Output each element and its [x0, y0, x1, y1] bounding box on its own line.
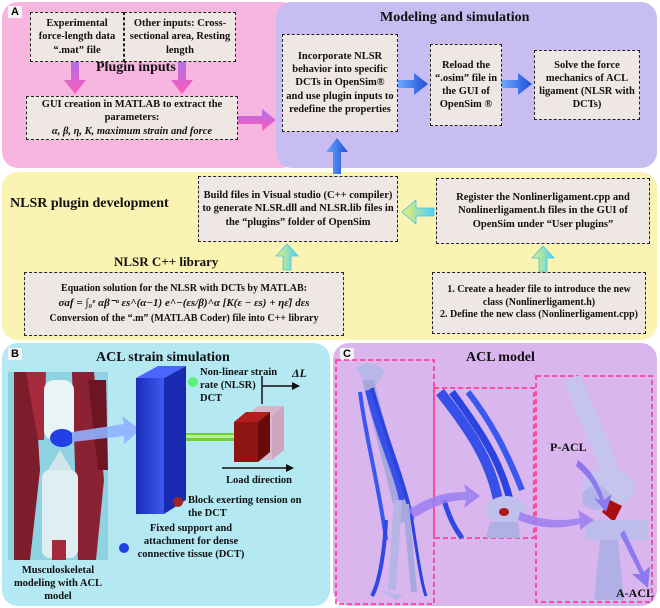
build-text: Build files in Visual studio (C++ compil… [202, 190, 394, 228]
p-acl-label: P-ACL [550, 440, 587, 454]
experimental-data-box: Experimental force-length data “.mat” fi… [30, 12, 124, 62]
arrow-incorporate-to-reload [398, 73, 428, 95]
gui-params-text: α, β, η, K, maximum strain and force [51, 125, 213, 137]
gui-creation-box: GUI creation in MATLAB to extract the pa… [26, 96, 238, 140]
knee-model-illustration [8, 372, 108, 560]
incorporate-text: Incorporate NLSR behavior into specific … [286, 51, 394, 115]
tension-block [234, 406, 284, 462]
arrow-register-to-build [401, 199, 435, 225]
a-acl-label: A-ACL [616, 586, 654, 600]
panel-letter-c: C [340, 348, 354, 360]
load-direction-label: Load direction [226, 475, 293, 486]
acl-model-acl-detail [535, 374, 653, 603]
reload-text: Reload the “.osim” file in the GUI of Op… [434, 59, 498, 111]
incorporate-box: Incorporate NLSR behavior into specific … [282, 34, 398, 132]
panel-letter-b: B [8, 348, 22, 360]
equation-box: Equation solution for the NLSR with DCTs… [24, 272, 344, 336]
block-label: Block exerting tension on the DCT [188, 495, 302, 520]
header-step1-text: 1. Create a header file to introduce the… [447, 284, 631, 308]
load-direction-arrow [222, 464, 294, 472]
gui-creation-text: GUI creation in MATLAB to extract the pa… [41, 99, 223, 124]
solve-text: Solve the force mechanics of ACL ligamen… [539, 59, 635, 111]
experimental-data-text: Experimental force-length data “.mat” fi… [38, 18, 116, 56]
arrow-header-to-register [531, 245, 555, 273]
acl-strain-heading: ACL strain simulation [96, 350, 230, 365]
arrow-cpp-to-build [275, 243, 299, 271]
arrow-knee-to-dct [72, 416, 140, 444]
conversion-text: Conversion of the “.m” (MATLAB Coder) fi… [49, 312, 319, 324]
reload-box: Reload the “.osim” file in the GUI of Op… [430, 44, 502, 126]
acl-model-full-leg [335, 359, 435, 605]
arrow-p-acl [576, 460, 612, 512]
other-inputs-text: Other inputs: Cross-sectional area, Rest… [129, 18, 231, 56]
equation-title: Equation solution for the NLSR with DCTs… [61, 282, 307, 294]
panel-letter-a: A [8, 6, 22, 18]
fixed-support-label: Fixed support and attachment for dense c… [137, 523, 245, 561]
arrow-reload-to-solve [502, 73, 532, 95]
modeling-heading: Modeling and simulation [380, 10, 530, 25]
arrow-leg-to-knee [408, 484, 480, 518]
cpp-library-heading: NLSR C++ library [114, 254, 219, 269]
register-text: Register the Nonlinerligament.cpp and No… [456, 192, 630, 230]
acl-model-knee-zoom [433, 387, 535, 540]
arrow-gui-to-incorporate [238, 109, 276, 131]
dct-fixed-support [136, 366, 186, 514]
nlsr-dct-label: Non-linear strain rate (NLSR) DCT [200, 367, 278, 405]
other-inputs-box: Other inputs: Cross-sectional area, Rest… [124, 12, 236, 62]
musculoskeletal-label: Musculoskeletal modeling with ACL model [13, 565, 103, 603]
register-box: Register the Nonlinerligament.cpp and No… [436, 178, 650, 244]
equation-formula: σaf = ∫₀ᵉ αβ⁻ᵅ εs^(α−1) e^−(εs/β)^α [K(ε… [58, 297, 310, 310]
arrow-build-to-incorporate [326, 138, 348, 174]
green-legend-dot [188, 377, 198, 387]
plugin-inputs-heading: Plugin inputs [96, 60, 176, 75]
red-legend-dot [173, 497, 183, 507]
plugin-dev-heading: NLSR plugin development [10, 196, 169, 211]
arrow-exp-to-gui [64, 62, 86, 94]
header-step2-text: 2. Define the new class (Nonlinerligamen… [439, 309, 639, 321]
arrow-knee-to-detail [518, 510, 594, 530]
header-class-box: 1. Create a header file to introduce the… [432, 272, 646, 334]
delta-l-label: ΔL [292, 366, 307, 380]
blue-legend-dot [119, 543, 129, 553]
arrow-a-acl [620, 530, 650, 588]
dct-spring-bar [186, 433, 234, 441]
build-box: Build files in Visual studio (C++ compil… [198, 176, 398, 242]
acl-model-heading: ACL model [466, 350, 535, 365]
arrow-other-to-gui [171, 62, 193, 94]
solve-box: Solve the force mechanics of ACL ligamen… [534, 50, 640, 120]
delta-l-marker [261, 376, 300, 404]
